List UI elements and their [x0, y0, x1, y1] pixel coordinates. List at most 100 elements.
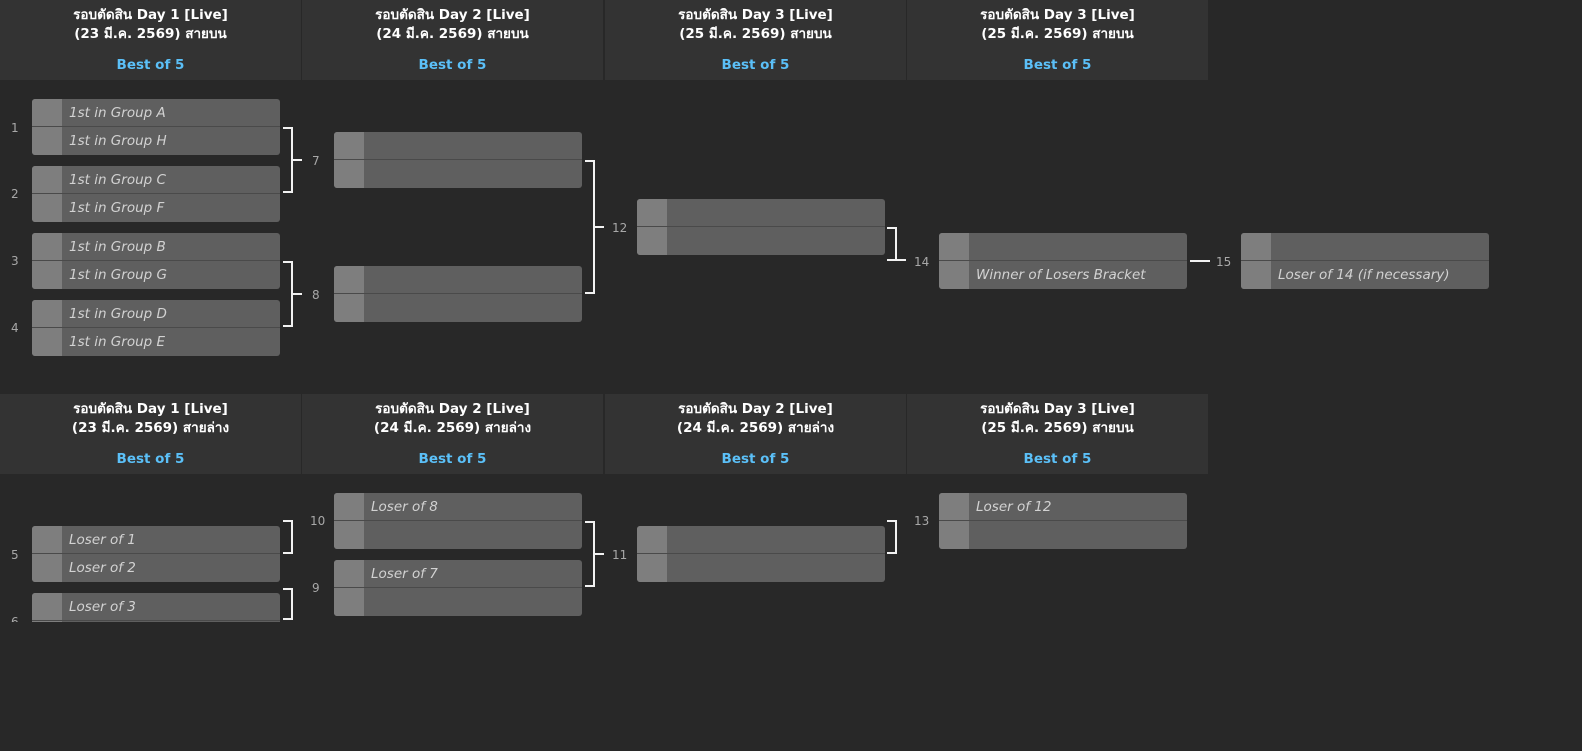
- bracket-connector: [283, 127, 293, 193]
- seed-box: [32, 194, 62, 222]
- participant-name: Loser of 2: [69, 560, 136, 576]
- lower-round-header-3: รอบตัดสิน Day 2 [Live](24 มี.ค. 2569) สา…: [605, 394, 906, 474]
- bracket-connector: [585, 521, 595, 587]
- match-slot[interactable]: Loser of 14 (if necessary): [1241, 261, 1489, 289]
- match-slot[interactable]: Loser of 7: [334, 560, 582, 588]
- match-number: 12: [612, 221, 628, 235]
- seed-box: [32, 127, 62, 155]
- match-slot[interactable]: 1st in Group F: [32, 194, 280, 222]
- match-slot[interactable]: 1st in Group H: [32, 127, 280, 155]
- match-slot[interactable]: 1st in Group A: [32, 99, 280, 127]
- participant-name: 1st in Group E: [69, 334, 166, 350]
- participant-name: Winner of Losers Bracket: [976, 267, 1146, 283]
- match-9[interactable]: Loser of 7: [334, 560, 582, 616]
- best-of-label: Best of 5: [116, 451, 185, 467]
- match-slot[interactable]: [637, 227, 885, 255]
- seed-box: [334, 160, 364, 188]
- match-slot[interactable]: [637, 554, 885, 582]
- match-slot[interactable]: [939, 521, 1187, 549]
- match-slot[interactable]: Loser of 8: [334, 493, 582, 521]
- match-10[interactable]: Loser of 8: [334, 493, 582, 549]
- match-1[interactable]: 1st in Group A 1st in Group H: [32, 99, 280, 155]
- seed-box: [32, 300, 62, 327]
- bracket-connector: [283, 588, 293, 620]
- seed-box: [637, 526, 667, 553]
- seed-box: [637, 554, 667, 582]
- bracket-connector: [897, 259, 906, 261]
- match-slot[interactable]: [334, 266, 582, 294]
- match-4[interactable]: 1st in Group D 1st in Group E: [32, 300, 280, 356]
- participant-name: 1st in Group D: [69, 306, 167, 322]
- match-7[interactable]: [334, 132, 582, 188]
- bracket-connector: [283, 261, 293, 327]
- best-of-label: Best of 5: [418, 451, 487, 467]
- seed-box: [637, 227, 667, 255]
- match-number: 5: [11, 548, 19, 562]
- match-slot[interactable]: [637, 199, 885, 227]
- lower-round-header-1: รอบตัดสิน Day 1 [Live](23 มี.ค. 2569) สา…: [0, 394, 301, 474]
- match-2[interactable]: 1st in Group C 1st in Group F: [32, 166, 280, 222]
- seed-box: [939, 261, 969, 289]
- seed-box: [1241, 261, 1271, 289]
- match-3[interactable]: 1st in Group B 1st in Group G: [32, 233, 280, 289]
- match-slot[interactable]: 1st in Group C: [32, 166, 280, 194]
- seed-box: [637, 199, 667, 226]
- match-number: 9: [312, 581, 320, 595]
- best-of-label: Best of 5: [1023, 451, 1092, 467]
- match-slot[interactable]: Loser of 12: [939, 493, 1187, 521]
- participant-name: 1st in Group A: [69, 105, 166, 121]
- best-of-label: Best of 5: [1023, 57, 1092, 73]
- match-slot[interactable]: Loser of 1: [32, 526, 280, 554]
- seed-box: [32, 554, 62, 582]
- participant-name: 1st in Group F: [69, 200, 165, 216]
- match-8[interactable]: [334, 266, 582, 322]
- participant-name: 1st in Group G: [69, 267, 167, 283]
- match-6[interactable]: Loser of 3: [32, 593, 280, 622]
- bracket-connector: [293, 293, 302, 295]
- seed-box: [32, 621, 62, 622]
- bracket-connector: [283, 520, 293, 554]
- match-slot[interactable]: 1st in Group D: [32, 300, 280, 328]
- match-number: 14: [914, 255, 930, 269]
- match-11[interactable]: [637, 526, 885, 582]
- match-14[interactable]: Winner of Losers Bracket: [939, 233, 1187, 289]
- match-slot[interactable]: 1st in Group E: [32, 328, 280, 356]
- match-slot[interactable]: 1st in Group G: [32, 261, 280, 289]
- seed-box: [32, 328, 62, 356]
- seed-box: [32, 99, 62, 126]
- participant-name: Loser of 8: [371, 499, 438, 515]
- match-15[interactable]: Loser of 14 (if necessary): [1241, 233, 1489, 289]
- match-slot[interactable]: 1st in Group B: [32, 233, 280, 261]
- match-slot[interactable]: Winner of Losers Bracket: [939, 261, 1187, 289]
- match-slot[interactable]: [637, 526, 885, 554]
- match-slot[interactable]: Loser of 3: [32, 593, 280, 621]
- seed-box: [32, 233, 62, 260]
- match-slot[interactable]: [334, 132, 582, 160]
- bracket-connector: [887, 227, 897, 229]
- round-title: รอบตัดสิน Day 3 [Live](25 มี.ค. 2569) สา…: [980, 7, 1135, 42]
- seed-box: [1241, 233, 1271, 260]
- match-slot[interactable]: [939, 233, 1187, 261]
- match-slot[interactable]: [32, 621, 280, 622]
- round-title: รอบตัดสิน Day 3 [Live](25 มี.ค. 2569) สา…: [980, 401, 1135, 436]
- bracket-connector: [1190, 260, 1210, 262]
- match-slot[interactable]: [334, 588, 582, 616]
- best-of-label: Best of 5: [721, 57, 790, 73]
- match-12[interactable]: [637, 199, 885, 255]
- lower-bracket[interactable]: 5 Loser of 1 Loser of 2 6 Loser of 3 10 …: [0, 474, 1582, 622]
- lower-round-header-2: รอบตัดสิน Day 2 [Live](24 มี.ค. 2569) สา…: [302, 394, 603, 474]
- match-slot[interactable]: [334, 521, 582, 549]
- best-of-label: Best of 5: [721, 451, 790, 467]
- seed-box: [334, 521, 364, 549]
- match-slot[interactable]: [334, 160, 582, 188]
- match-slot[interactable]: [334, 294, 582, 322]
- seed-box: [939, 521, 969, 549]
- match-number: 2: [11, 187, 19, 201]
- match-slot[interactable]: [1241, 233, 1489, 261]
- match-number: 11: [612, 548, 628, 562]
- participant-name: 1st in Group H: [69, 133, 167, 149]
- match-13[interactable]: Loser of 12: [939, 493, 1187, 549]
- match-slot[interactable]: Loser of 2: [32, 554, 280, 582]
- match-5[interactable]: Loser of 1 Loser of 2: [32, 526, 280, 582]
- match-number: 3: [11, 254, 19, 268]
